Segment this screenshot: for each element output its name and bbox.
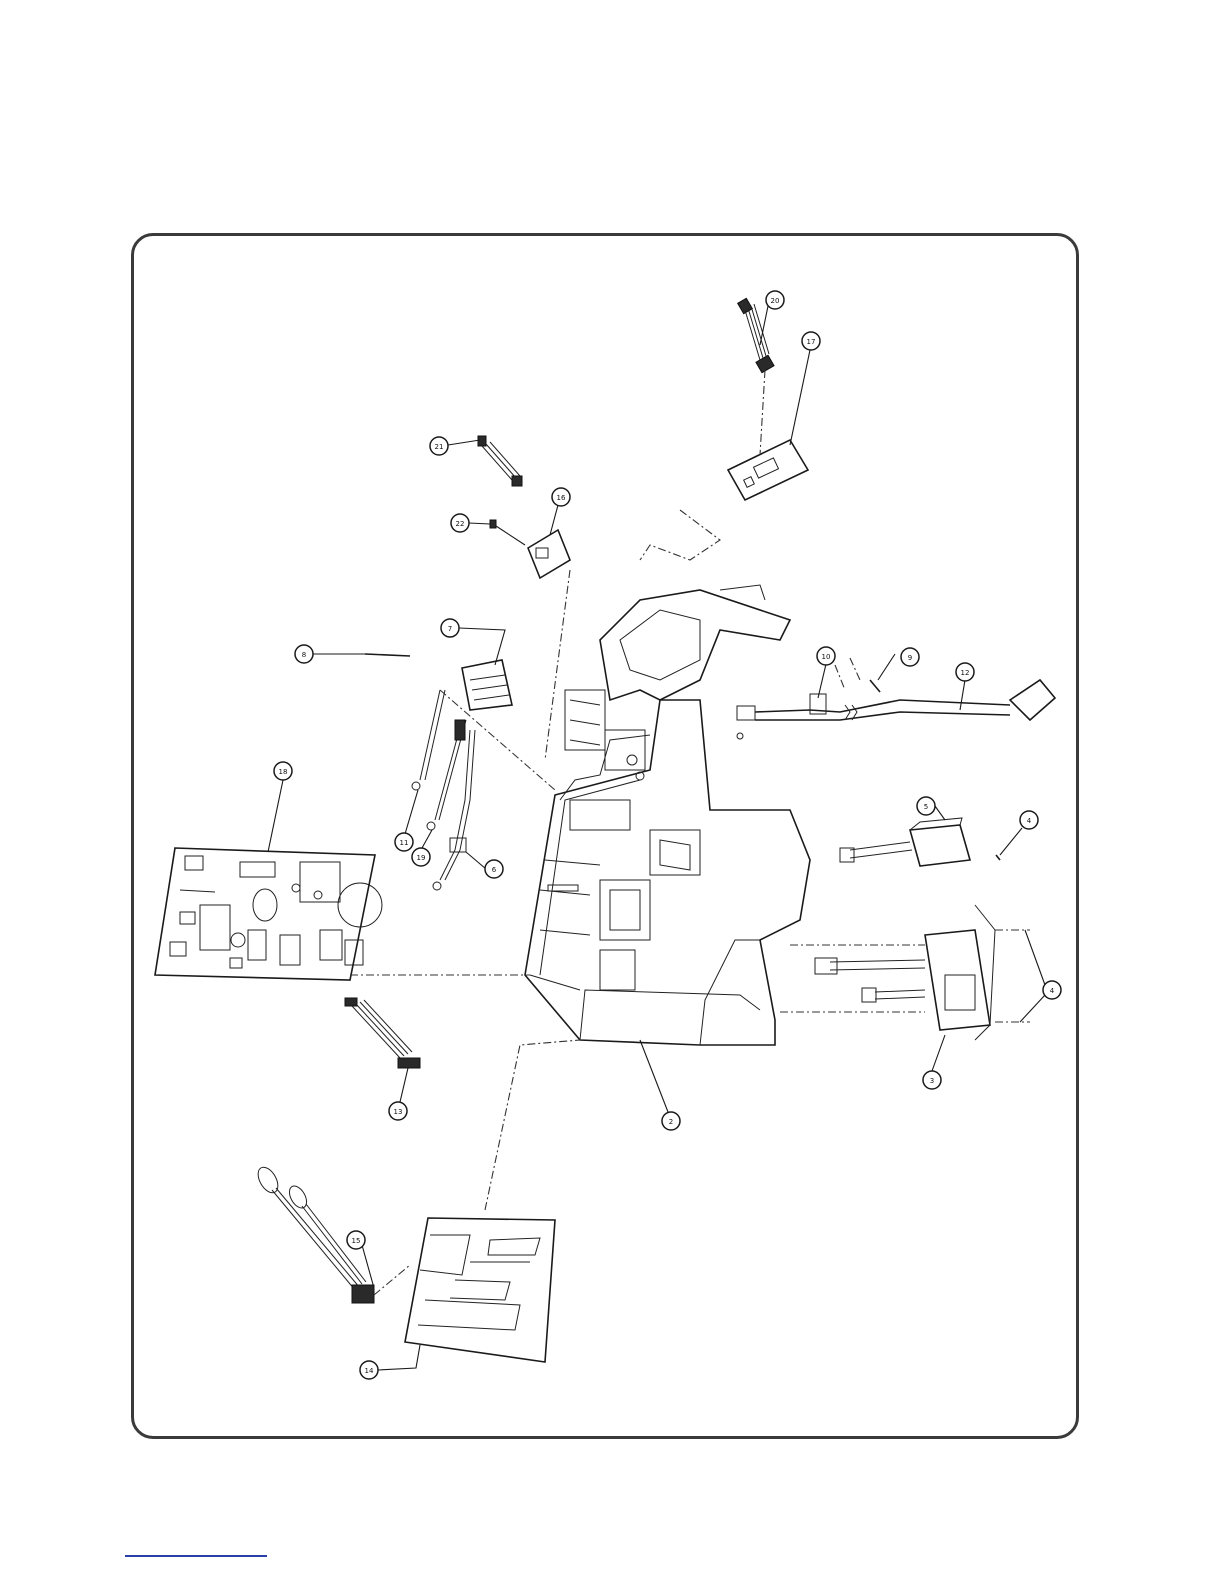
callout-7: 7 [441, 619, 505, 665]
callout-10: 10 [817, 647, 835, 698]
filter-module-5 [840, 818, 970, 866]
screw-6 [996, 855, 1000, 860]
callout-16: 16 [550, 488, 570, 535]
svg-text:11: 11 [400, 839, 409, 847]
main-pcb-18 [155, 848, 530, 980]
callout-2: 2 [640, 1040, 680, 1130]
svg-text:19: 19 [417, 854, 426, 862]
callout-17: 17 [790, 332, 820, 445]
wire-harness-10-11-9 [412, 690, 555, 890]
screw-4-upper [870, 654, 895, 692]
callout-4: 4 [1000, 811, 1038, 855]
sensor-board-16 [528, 530, 570, 578]
ribbon-cable-20 [738, 298, 774, 372]
flat-cable-13 [345, 998, 420, 1068]
callout-3: 3 [923, 1035, 945, 1089]
sensor-22 [490, 520, 525, 545]
svg-text:21: 21 [435, 443, 444, 451]
svg-text:12: 12 [961, 669, 970, 677]
svg-text:15: 15 [352, 1237, 361, 1245]
svg-text:2: 2 [669, 1118, 673, 1126]
callout-11: 11 [395, 790, 418, 851]
callout-22: 22 [451, 514, 490, 532]
callout-19: 19 [412, 830, 432, 866]
svg-text:10: 10 [822, 653, 831, 661]
wire-harness-19 [254, 1164, 410, 1303]
display-board-17 [640, 370, 808, 560]
callout-4-lower: 4 [1020, 930, 1061, 1022]
pin-8 [365, 654, 410, 656]
svg-text:7: 7 [448, 625, 452, 633]
svg-text:16: 16 [557, 494, 566, 502]
ribbon-cable-21 [478, 436, 522, 486]
svg-text:18: 18 [279, 768, 288, 776]
cover-plate-14 [405, 1040, 580, 1362]
svg-text:8: 8 [302, 651, 306, 659]
svg-text:17: 17 [807, 338, 816, 346]
footer-rule [125, 1555, 267, 1557]
power-cord-12 [737, 658, 1055, 739]
svg-text:20: 20 [771, 297, 780, 305]
callout-21: 21 [430, 437, 480, 455]
callout-6: 6 [466, 852, 503, 878]
callout-8: 8 [295, 645, 365, 663]
callout-15: 15 [347, 1231, 374, 1288]
svg-text:4: 4 [1050, 987, 1055, 995]
svg-text:13: 13 [394, 1108, 403, 1116]
terminal-block-7 [462, 660, 512, 710]
svg-text:4: 4 [1027, 817, 1032, 825]
svg-text:6: 6 [492, 866, 497, 874]
callout-5: 5 [917, 797, 945, 820]
svg-text:9: 9 [908, 654, 912, 662]
main-chassis-housing [525, 585, 810, 1045]
callout-9: 9 [901, 648, 919, 666]
callout-13: 13 [389, 1068, 408, 1120]
callout-14: 14 [360, 1345, 420, 1379]
svg-text:14: 14 [365, 1367, 374, 1375]
svg-text:22: 22 [456, 520, 465, 528]
svg-text:3: 3 [930, 1077, 934, 1085]
transformer-3 [780, 905, 1030, 1040]
svg-text:5: 5 [924, 803, 928, 811]
callout-18: 18 [268, 762, 292, 852]
